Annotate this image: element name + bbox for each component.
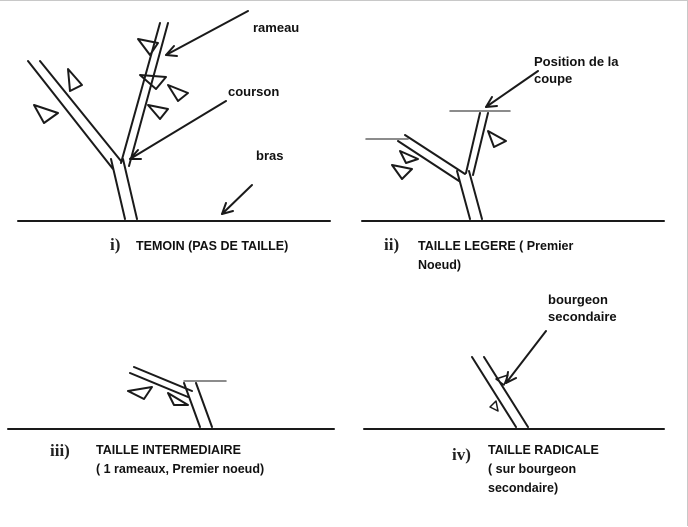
trunk-iii bbox=[183, 382, 201, 428]
label-bourgeon-secondaire: bourgeon secondaire bbox=[548, 292, 617, 324]
spur-right-ii bbox=[472, 112, 489, 176]
panel-ii-drawing bbox=[361, 70, 665, 222]
spur-left-ii bbox=[404, 134, 466, 175]
arrow-bourgeon bbox=[505, 330, 547, 384]
panel-i-numeral: i) bbox=[110, 235, 121, 254]
leaf-i bbox=[33, 104, 59, 124]
spur-left-ii bbox=[397, 140, 460, 182]
arrow-bras bbox=[221, 184, 253, 215]
leaf-iii bbox=[167, 392, 189, 406]
leaf-ii bbox=[487, 130, 507, 148]
cane-right-i bbox=[120, 22, 161, 164]
label-rameau: rameau bbox=[253, 20, 300, 35]
leaf-iii bbox=[127, 386, 153, 400]
arrow-position bbox=[485, 70, 539, 108]
cane-right-i bbox=[128, 22, 169, 167]
trunk-ii bbox=[468, 170, 483, 220]
panel-iv-caption: TAILLE RADICALE ( sur bourgeon secondair… bbox=[488, 443, 599, 495]
cane-iii bbox=[133, 366, 193, 392]
leaf-i bbox=[139, 74, 167, 90]
leaf-i bbox=[67, 68, 83, 92]
arrow-rameau-head bbox=[165, 45, 178, 57]
arrow-courson-head bbox=[129, 149, 142, 160]
leaf-i bbox=[147, 104, 169, 120]
leaf-ii bbox=[399, 150, 419, 164]
panel-iii-drawing bbox=[7, 366, 335, 430]
panel-iii-numeral: iii) bbox=[50, 441, 70, 460]
leaf-ii bbox=[391, 164, 413, 180]
cane-iii bbox=[129, 372, 189, 398]
trunk-iv bbox=[483, 356, 529, 428]
panel-ii-numeral: ii) bbox=[384, 235, 400, 254]
label-position-de-la-coupe: Position de la coupe bbox=[534, 54, 619, 86]
panel-iv-drawing bbox=[363, 330, 665, 430]
panel-i-caption: TEMOIN (PAS DE TAILLE) bbox=[136, 239, 289, 253]
arrow-courson bbox=[129, 100, 227, 160]
leaf-i bbox=[167, 84, 189, 102]
arrow-position-head bbox=[485, 96, 498, 108]
arrow-bourgeon-head bbox=[505, 371, 517, 384]
cane-left-i bbox=[27, 60, 114, 170]
trunk-iv bbox=[471, 356, 517, 428]
label-courson: courson bbox=[228, 84, 280, 99]
bud-iv bbox=[489, 400, 499, 412]
panel-i-drawing bbox=[17, 10, 331, 222]
panel-iv-numeral: iv) bbox=[452, 445, 471, 464]
panel-ii-caption: TAILLE LEGERE ( Premier Noeud) bbox=[418, 239, 574, 272]
cane-left-i bbox=[39, 60, 122, 162]
arrow-bras-head bbox=[221, 202, 234, 215]
leaf-i bbox=[137, 38, 159, 56]
spur-right-ii bbox=[465, 112, 481, 174]
arrow-rameau bbox=[165, 10, 249, 56]
trunk-i bbox=[122, 158, 138, 220]
trunk-ii bbox=[456, 170, 471, 220]
label-bras: bras bbox=[256, 148, 284, 163]
panel-iii-caption: TAILLE INTERMEDIAIRE ( 1 rameaux, Premie… bbox=[96, 443, 265, 476]
trunk-iii bbox=[195, 382, 213, 428]
